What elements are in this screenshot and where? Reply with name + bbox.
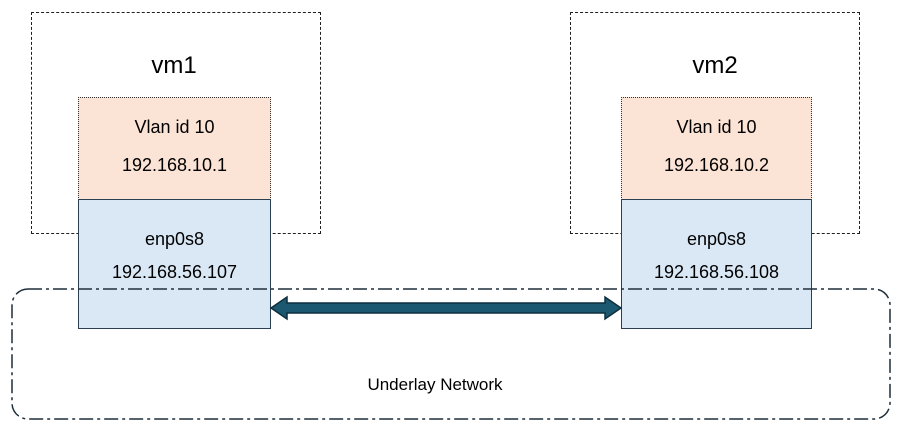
vm1-vlan-box: Vlan id 10 192.168.10.1 [78, 97, 271, 200]
vm2-nic-box: enp0s8 192.168.56.108 [621, 199, 812, 329]
underlay-network-label: Underlay Network [367, 375, 503, 394]
vm1-nic-ip: 192.168.56.107 [111, 262, 238, 282]
vm2-vlan-label: Vlan id 10 [676, 117, 757, 137]
vm2-nic-ip: 192.168.56.108 [653, 262, 780, 282]
vm2-vlan-ip: 192.168.10.2 [663, 155, 770, 175]
vm1-vlan-ip: 192.168.10.1 [121, 155, 228, 175]
connection-arrow [269, 295, 623, 321]
vm1-nic-name: enp0s8 [144, 229, 205, 249]
vm2-nic-name: enp0s8 [686, 229, 747, 249]
vm1-title: vm1 [151, 52, 197, 79]
vm1-vlan-label: Vlan id 10 [134, 117, 215, 137]
vm1-nic-box: enp0s8 192.168.56.107 [78, 199, 271, 329]
vm2-vlan-box: Vlan id 10 192.168.10.2 [621, 97, 812, 200]
vm2-title: vm2 [692, 52, 738, 79]
